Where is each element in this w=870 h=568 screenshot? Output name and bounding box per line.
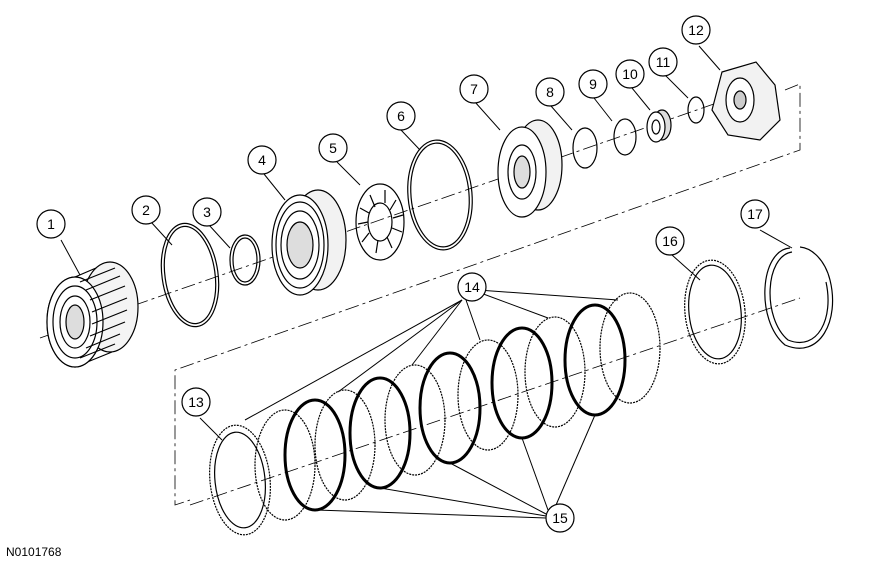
part-16-plate	[684, 259, 746, 365]
callout-label: 1	[47, 216, 55, 232]
callout-label: 12	[688, 22, 704, 38]
callout-7: 7	[459, 74, 489, 104]
part-5-spring	[355, 183, 405, 261]
callout-1: 1	[36, 209, 66, 239]
callout-label: 13	[188, 394, 204, 410]
callout-label: 4	[258, 152, 266, 168]
callout-label: 10	[622, 66, 638, 82]
callout-label: 3	[203, 204, 211, 220]
part-1-drum	[46, 261, 139, 368]
callout-4: 4	[247, 145, 277, 175]
callout-11: 11	[648, 47, 678, 77]
callout-16: 16	[655, 226, 685, 256]
callout-10: 10	[615, 59, 645, 89]
part-10-gear	[646, 109, 672, 143]
callout-label: 2	[142, 202, 150, 218]
callout-5: 5	[318, 133, 348, 163]
part-3-seal	[229, 234, 261, 286]
callout-17: 17	[740, 199, 770, 229]
lower-axis-line	[189, 297, 801, 506]
part-8-ring	[572, 127, 598, 169]
part-9-ring	[613, 118, 637, 156]
callout-3: 3	[192, 197, 222, 227]
part-13-plate	[209, 424, 271, 536]
callout-label: 17	[747, 206, 763, 222]
figure-id: N0101768	[6, 545, 62, 559]
upper-axis-line	[39, 87, 761, 339]
callout-label: 6	[397, 108, 405, 124]
part-4-piston	[271, 189, 347, 296]
callout-label: 8	[546, 84, 554, 100]
callout-label: 7	[470, 81, 478, 97]
part-11-washer	[687, 96, 705, 124]
callout-label: 5	[329, 140, 337, 156]
callout-8: 8	[535, 77, 565, 107]
leader-lines	[60, 45, 793, 519]
connector-line	[174, 83, 801, 506]
callout-14: 14	[457, 272, 487, 302]
part-2-seal	[160, 222, 220, 328]
callout-15: 15	[545, 503, 575, 533]
callout-9: 9	[578, 69, 608, 99]
part-6-seal	[407, 139, 473, 251]
clutch-pack	[254, 292, 661, 521]
part-17-snapring	[764, 246, 834, 349]
part-12-carrier	[711, 61, 781, 141]
callout-6: 6	[386, 101, 416, 131]
callout-label: 15	[552, 510, 568, 526]
callout-13: 13	[181, 387, 211, 417]
callout-label: 16	[662, 233, 678, 249]
callout-label: 14	[464, 279, 480, 295]
callout-12: 12	[681, 15, 711, 45]
callout-label: 11	[656, 54, 671, 70]
callout-label: 9	[589, 76, 597, 92]
part-7-hub	[497, 119, 563, 218]
callout-2: 2	[131, 195, 161, 225]
